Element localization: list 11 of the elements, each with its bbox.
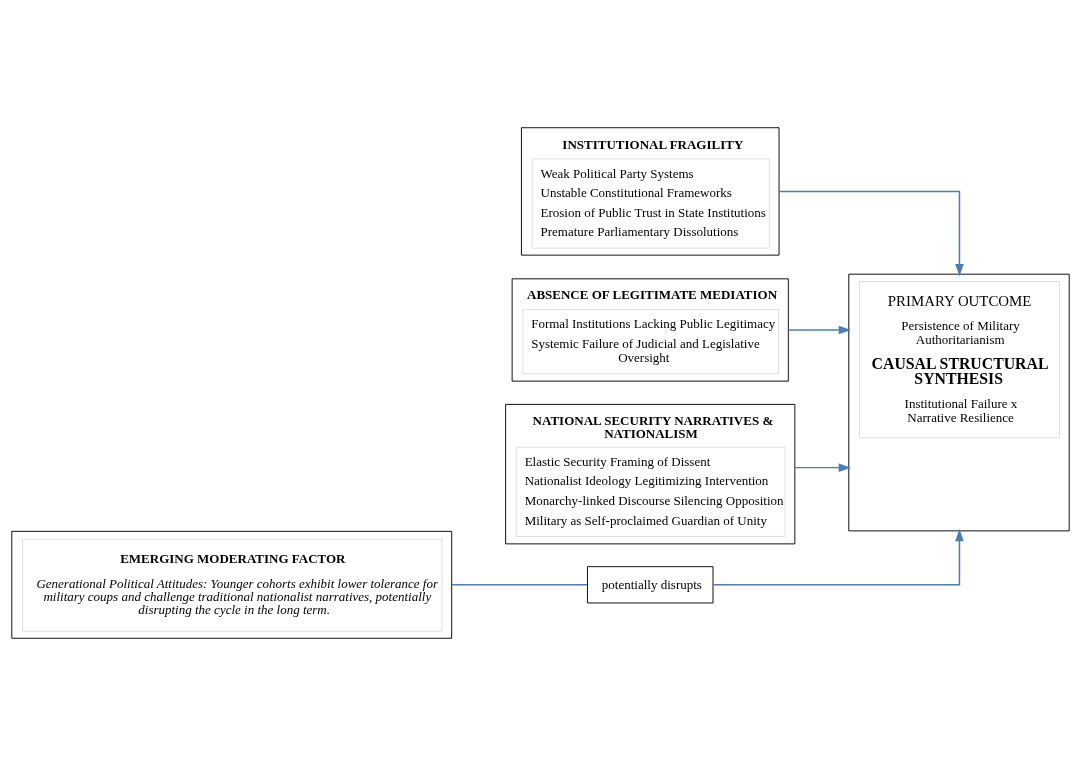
node-box: potentially disrupts — [587, 565, 714, 603]
node-box: INSTITUTIONAL FRAGILITY Weak Political Party Systems Unstable Constitutional Frameworks Erosion of Public Trust in State Institutions Premature Parliamentary Dissolutions — [520, 126, 780, 256]
arrow — [787, 325, 852, 334]
node-box: PRIMARY OUTCOME Persistence of Military Authoritarianism CAUSAL STRUCTURAL SYNTHESIS Institutional Failure x Narrative Resilience — [848, 273, 1070, 531]
node-box: EMERGING MODERATING FACTOR Generational Political Attitudes: Younger cohorts exhibit lower tolerance for military coups and challenge traditional nationalist narratives, potentially disrupting the cycle in the long term. — [11, 530, 453, 639]
node-box: NATIONAL SECURITY NARRATIVES & NATIONALISM Elastic Security Framing of Dissent Nationalist Ideology Legitimizing Intervention Monarchy-linked Discourse Silencing Opposition Military as Self-proclaimed Guardian of Unity — [505, 403, 796, 544]
arrow — [794, 462, 851, 472]
arrow — [712, 528, 964, 586]
arrow — [778, 190, 964, 276]
connector — [450, 583, 588, 586]
node-box: ABSENCE OF LEGITIMATE MEDIATION Formal Institutions Lacking Public Legitimacy Systemic Failure of Judicial and Legislative Oversight — [511, 277, 789, 382]
